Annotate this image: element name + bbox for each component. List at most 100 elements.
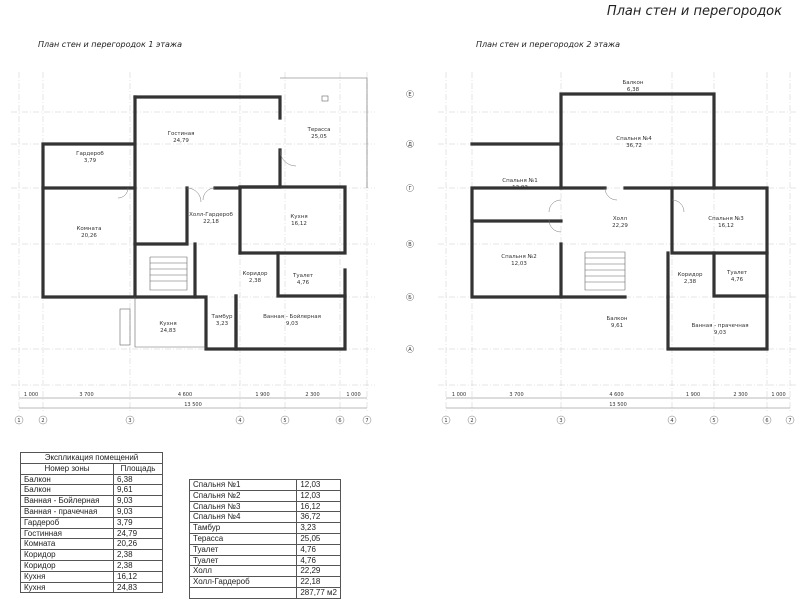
zone-name: Спальня №4 (188, 511, 298, 524)
plan2-axis-bubble (667, 415, 677, 425)
zone-name: Терасса (188, 532, 298, 545)
zone-area: 16,12 (113, 570, 163, 583)
plan2-room-name: Коридор (678, 272, 704, 278)
zone-area: 3,23 (296, 522, 341, 534)
zone-name: Тамбур (188, 522, 298, 534)
zone-area: 3,79 (113, 516, 163, 529)
plan1-room-area: 25,05 (311, 134, 327, 140)
plan2-room-area: 4,76 (731, 277, 744, 283)
plan2-axis-bubble (441, 415, 451, 425)
zone-name: Гардероб (20, 516, 114, 529)
plan1-room-area: 16,12 (291, 221, 307, 227)
zone-name: Гостинная (20, 527, 114, 540)
plan1-room-name: Кухня (290, 214, 307, 220)
plan2-axis-bubble (467, 415, 477, 425)
zone-name: Спальня №1 (188, 479, 298, 491)
plan2-dim-label: 1 000 (771, 392, 785, 398)
plan2-room-name: Балкон (607, 316, 628, 322)
plan2-axis-bubble (556, 415, 566, 425)
plan2-axis-label: 5 (712, 418, 715, 424)
plan1-room-area: 22,18 (203, 219, 219, 225)
plan1-room-name: Терасса (306, 127, 330, 133)
plan1-axis-bubble (125, 415, 135, 425)
plan1-dim-label: 2 300 (305, 392, 319, 398)
plan2-room-area: 2,38 (684, 279, 697, 285)
zone-name: Балкон (20, 484, 114, 497)
explication-total-row: 287,77 м2 (188, 586, 341, 599)
zone-name: Кухня (20, 581, 114, 594)
plan2-room-area: 12,03 (512, 185, 528, 191)
plan2-walls (470, 92, 769, 351)
plan2-axis-label: 4 (670, 418, 673, 424)
plan2-row-axis-bubble (406, 293, 414, 301)
zone-name: Ванная - прачечная (20, 505, 114, 518)
plan1-axis-label: 5 (283, 418, 286, 424)
zone-name: Холл-Гардероб (188, 576, 298, 588)
zone-area: 12,03 (296, 489, 341, 502)
plan1-axis-label: 1 (17, 418, 20, 424)
plan1-axis-label: 7 (365, 418, 368, 424)
plan2-room-area: 22,29 (612, 223, 628, 229)
plan2-room-name: Спальня №3 (708, 216, 744, 222)
zone-name: Комната (20, 538, 114, 551)
explication-title: Экспликация помещений (20, 452, 163, 464)
zone-name: Спальня №3 (188, 500, 298, 513)
zone-area: 24,83 (113, 581, 163, 594)
plan2-row-axis-label: А (408, 347, 412, 353)
total-area: 287,77 м2 (296, 586, 341, 599)
plan2-axis-bubble (785, 415, 795, 425)
plan1-room-area: 9,03 (286, 321, 299, 327)
plan2-room-name: Спальня №2 (501, 254, 536, 260)
explication-table-left: Экспликация помещений Номер зоны Площадь… (20, 452, 163, 594)
plan2-axis-bubble (762, 415, 772, 425)
zone-area: 24,79 (113, 527, 163, 540)
zone-area: 9,03 (113, 505, 163, 518)
plan2-room-name: Спальня №4 (616, 136, 652, 142)
plan1-room-area: 20,26 (81, 233, 97, 239)
plan1-room-area: 24,79 (173, 138, 189, 144)
plan1-dim-label: 1 900 (255, 392, 269, 398)
plan2-title: План стен и перегородок 2 этажа (476, 40, 621, 49)
plan1-room-name: Комната (77, 226, 102, 232)
plan2-row-axis-label: Б (408, 295, 412, 301)
col-header-name: Номер зоны (20, 462, 114, 475)
plan1-dim-label: 3 700 (79, 392, 93, 398)
zone-area: 22,29 (296, 565, 341, 578)
plan1-dim-total: 13 500 (184, 402, 202, 408)
plan1-axis-bubble (362, 415, 372, 425)
plan2-axis-label: 3 (559, 418, 562, 424)
zone-name: Спальня №2 (188, 489, 298, 502)
plan2-room-area: 6,38 (627, 87, 640, 93)
zone-area: 36,72 (296, 511, 341, 524)
zone-area: 4,76 (296, 554, 341, 567)
zone-area: 6,38 (113, 473, 163, 486)
zone-name: Ванная - Бойлерная (20, 495, 114, 507)
plan2-axis-label: 1 (444, 418, 447, 424)
plan1-axis-bubble (38, 415, 48, 425)
plan1-room-area: 24,83 (160, 328, 176, 334)
plan2-axis-label: 2 (470, 418, 473, 424)
zone-area: 9,03 (113, 495, 163, 507)
plan1-dim-label: 1 000 (24, 392, 38, 398)
plan1-room-name: Коридор (243, 271, 269, 277)
plan2-room-area: 9,03 (714, 330, 727, 336)
plan1-dim-label: 4 600 (178, 392, 192, 398)
plan2-room-area: 16,12 (718, 223, 734, 229)
plan2-room-name: Балкон (623, 80, 644, 86)
plan2-dim-label: 2 300 (733, 392, 747, 398)
zone-area: 20,26 (113, 538, 163, 551)
